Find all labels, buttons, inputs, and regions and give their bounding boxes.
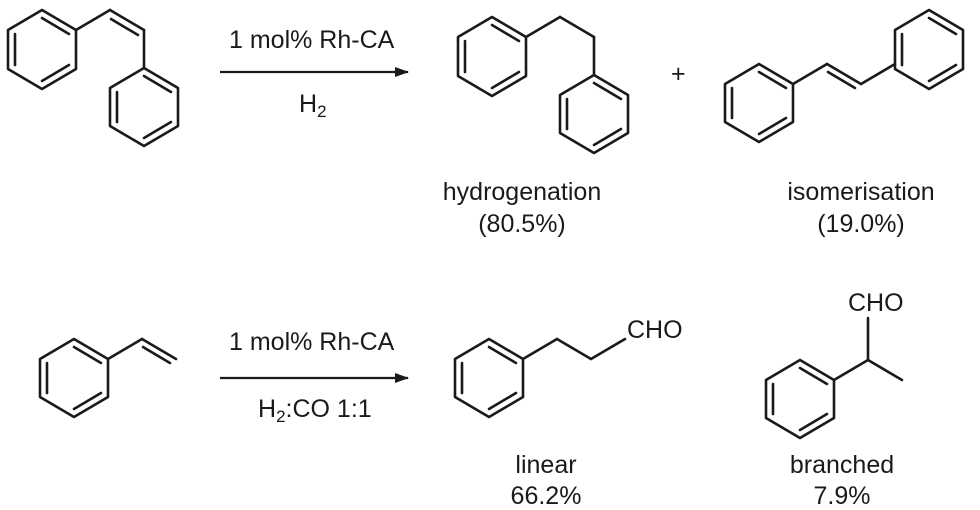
branched-aldehyde-structure bbox=[764, 316, 904, 440]
reagent-gas-subscript: 2 bbox=[317, 102, 327, 121]
benzene-ring bbox=[893, 8, 965, 91]
benzene-ring bbox=[558, 73, 630, 155]
reagent-catalyst: 1 mol% Rh-CA bbox=[229, 328, 395, 356]
trans-stilbene-structure bbox=[723, 8, 965, 144]
product-name-isomerisation: isomerisation bbox=[787, 178, 935, 206]
benzene-ring bbox=[723, 62, 795, 144]
reagent-gas-symbol: H bbox=[299, 90, 318, 118]
benzene-ring bbox=[764, 358, 836, 440]
benzene-ring bbox=[456, 15, 528, 98]
product-name-branched: branched bbox=[789, 451, 895, 479]
product-name-hydrogenation: hydrogenation bbox=[442, 178, 602, 206]
product-yield-linear: 66.2% bbox=[510, 482, 582, 510]
linear-aldehyde-structure bbox=[453, 337, 627, 419]
reagent-catalyst: 1 mol% Rh-CA bbox=[229, 26, 395, 54]
product-yield-isomerisation: (19.0%) bbox=[817, 210, 905, 238]
reagent-syngas-h: H bbox=[258, 395, 277, 423]
benzene-ring bbox=[108, 66, 180, 148]
reagent-syngas: H2:CO 1:1 bbox=[258, 395, 372, 426]
styrene-structure bbox=[38, 337, 178, 419]
plus-sign: + bbox=[671, 60, 686, 88]
product-yield-hydrogenation: (80.5%) bbox=[478, 210, 566, 238]
reagent-syngas-subscript: 2 bbox=[276, 407, 286, 426]
cis-stilbene-structure bbox=[6, 8, 180, 148]
aldehyde-group-linear: CHO bbox=[627, 316, 683, 344]
benzene-ring bbox=[6, 8, 78, 91]
reagent-gas: H2 bbox=[299, 90, 327, 121]
bibenzyl-structure bbox=[456, 15, 630, 155]
product-yield-branched: 7.9% bbox=[813, 482, 871, 510]
benzene-ring bbox=[453, 337, 525, 419]
reagent-syngas-rest: :CO 1:1 bbox=[285, 395, 372, 423]
aldehyde-group-branched: CHO bbox=[848, 289, 904, 317]
benzene-ring bbox=[38, 337, 110, 419]
product-name-linear: linear bbox=[515, 451, 577, 479]
